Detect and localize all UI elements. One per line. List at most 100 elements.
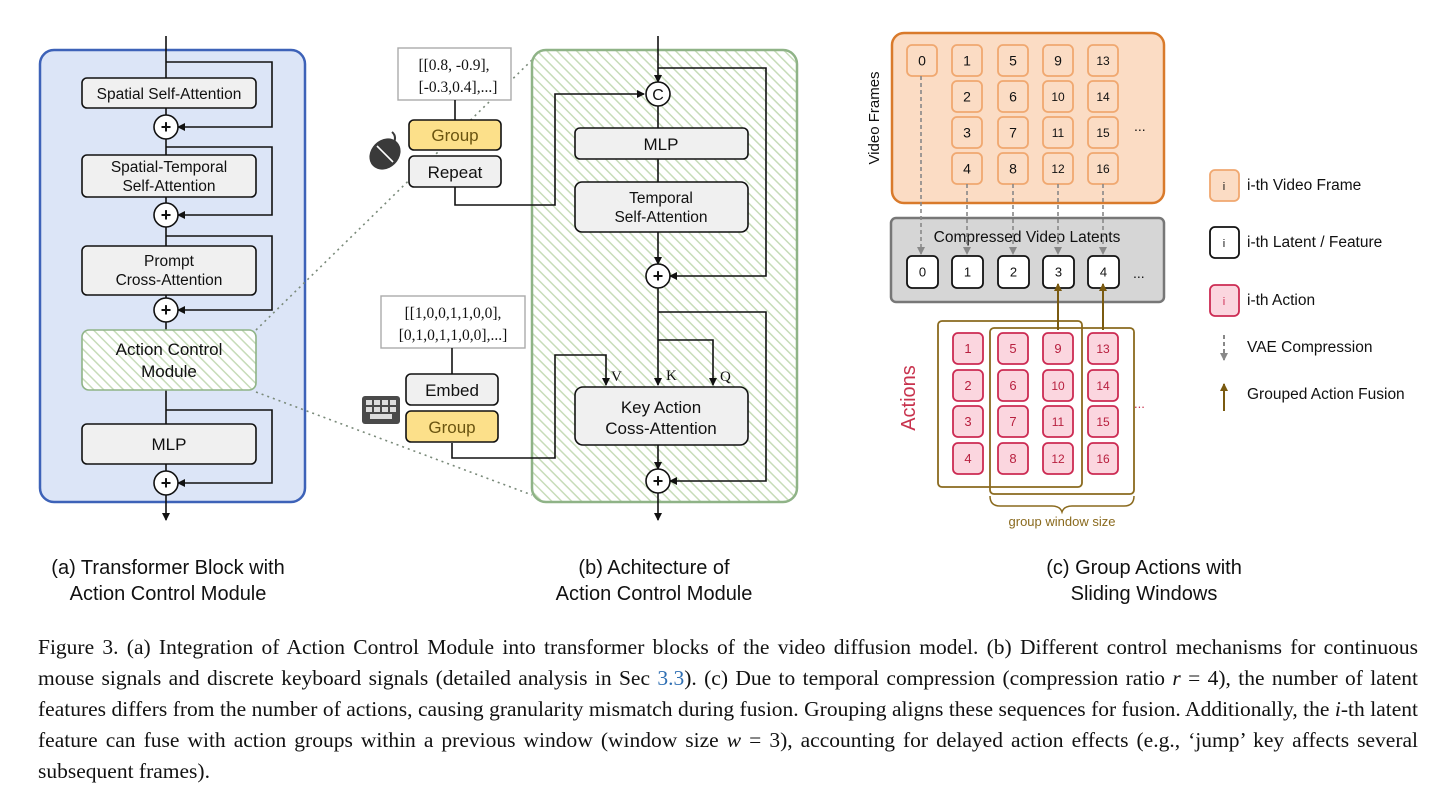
prompt-label: Prompt [144,253,195,270]
video-frame: 7 [997,116,1029,149]
video-frame: 15 [1087,116,1119,149]
mouse-icon [369,131,401,170]
action-cell: 3 [952,405,984,438]
embed-label: Embed [425,381,479,400]
action-cell-label: 7 [1009,414,1016,429]
video-frame: 0 [906,44,938,77]
legend-vae: VAE Compression [1247,339,1372,356]
svg-text:+: + [161,205,172,225]
video-frame-label: 11 [1052,126,1065,140]
repeat-label: Repeat [428,163,483,182]
temporal-label-1: Temporal [629,190,693,207]
action-cell: 9 [1042,332,1074,365]
video-frame: 9 [1042,44,1074,77]
latent-cell: 2 [997,255,1030,289]
video-frame: 12 [1042,152,1074,185]
video-frame-label: 8 [1009,161,1017,177]
video-frame-label: 16 [1096,162,1110,176]
mouse-group-block [408,119,502,151]
action-cell: 15 [1087,405,1119,438]
video-frame-label: 1 [963,53,971,69]
action-control-label-1: Action Control [116,340,223,359]
legend-fusion: Grouped Action Fusion [1247,386,1405,403]
video-frame-label: 9 [1054,53,1062,69]
mlp-block-b [574,127,749,160]
action-cell: 16 [1087,442,1119,475]
video-frames-label: Video Frames [866,71,883,164]
keyboard-values-line2: [0,1,0,1,1,0,0],...] [399,327,508,344]
action-cell-label: 11 [1052,415,1065,429]
latents-title: Compressed Video Latents [934,229,1121,246]
cross-attention-label: Cross-Attention [116,272,223,289]
svg-text:+: + [161,117,172,137]
repeat-block [408,155,502,188]
caption-c-line1: (c) Group Actions with [1046,557,1242,579]
q-label: Q [720,369,731,385]
prompt-cross-attention-block [81,245,257,296]
concat-node: C [645,81,671,107]
svg-text:i: i [1223,238,1225,250]
key-action-label-2: Coss-Attention [605,419,717,438]
action-cell: 6 [997,369,1029,402]
action-cell: 8 [997,442,1029,475]
caption-a-line1: (a) Transformer Block with [51,557,284,579]
action-control-label-2: Module [141,362,197,381]
svg-text:C: C [652,87,664,104]
svg-text:i: i [1223,181,1225,193]
caption-b-line2: Action Control Module [556,583,753,605]
zoom-line-bottom [255,391,533,496]
group-window-2 [989,327,1135,495]
svg-text:+: + [653,471,664,491]
temporal-label-2: Self-Attention [614,209,707,226]
video-frame: 13 [1087,44,1119,77]
action-cell-label: 13 [1096,342,1110,356]
legend-video-frame: i-th Video Frame [1247,177,1361,194]
figure-caption: Figure 3. (a) Integration of Action Cont… [38,635,1418,783]
action-cell-label: 8 [1009,451,1016,466]
mlp-block-a [81,423,257,465]
svg-text:+: + [161,300,172,320]
action-cell-label: 12 [1051,452,1065,466]
actions-ellipsis: ... [1134,396,1145,411]
vae-arrows [917,76,1107,255]
key-action-cross-attention-block [574,386,749,446]
video-frame-label: 4 [963,161,971,177]
video-frame-label: 14 [1096,90,1110,104]
plus-node: + [645,263,671,289]
mlp-label-a: MLP [152,435,187,454]
video-frame-label: 0 [918,53,926,69]
latent-cell-label: 4 [1100,265,1107,280]
action-cell: 1 [952,332,984,365]
legend-action-swatch [1209,284,1240,317]
zoom-line-top [255,59,533,331]
action-cell: 2 [952,369,984,402]
spatial-temporal-label-1: Spatial-Temporal [111,159,227,176]
latent-cell-label: 0 [919,265,926,280]
svg-text:+: + [161,473,172,493]
caption-b-line1: (b) Achitecture of [578,557,730,579]
section-ref-link[interactable]: 3.3 [657,666,685,690]
video-frame-label: 7 [1009,125,1017,141]
action-cell-label: 3 [964,414,971,429]
embed-block [405,373,499,406]
keyboard-icon [362,396,400,424]
action-cell: 4 [952,442,984,475]
video-frame: 6 [997,80,1029,113]
temporal-self-attention-block [574,181,749,233]
k-label: K [666,368,677,384]
latent-cell: 4 [1087,255,1120,289]
group-window-brace [989,495,1135,515]
action-cell: 14 [1087,369,1119,402]
latents-ellipsis: ... [1133,265,1145,281]
video-frame: 10 [1042,80,1074,113]
keyboard-values-line1: [[1,0,0,1,1,0,0], [405,305,502,322]
action-cell-label: 16 [1096,452,1110,466]
action-cell-label: 1 [964,341,971,356]
v-label: V [611,369,622,385]
latent-cell-label: 3 [1055,265,1062,280]
legend-latent: i-th Latent / Feature [1247,234,1382,251]
video-frame: 5 [997,44,1029,77]
mouse-values-line2: [-0.3,0.4],...] [419,79,498,96]
